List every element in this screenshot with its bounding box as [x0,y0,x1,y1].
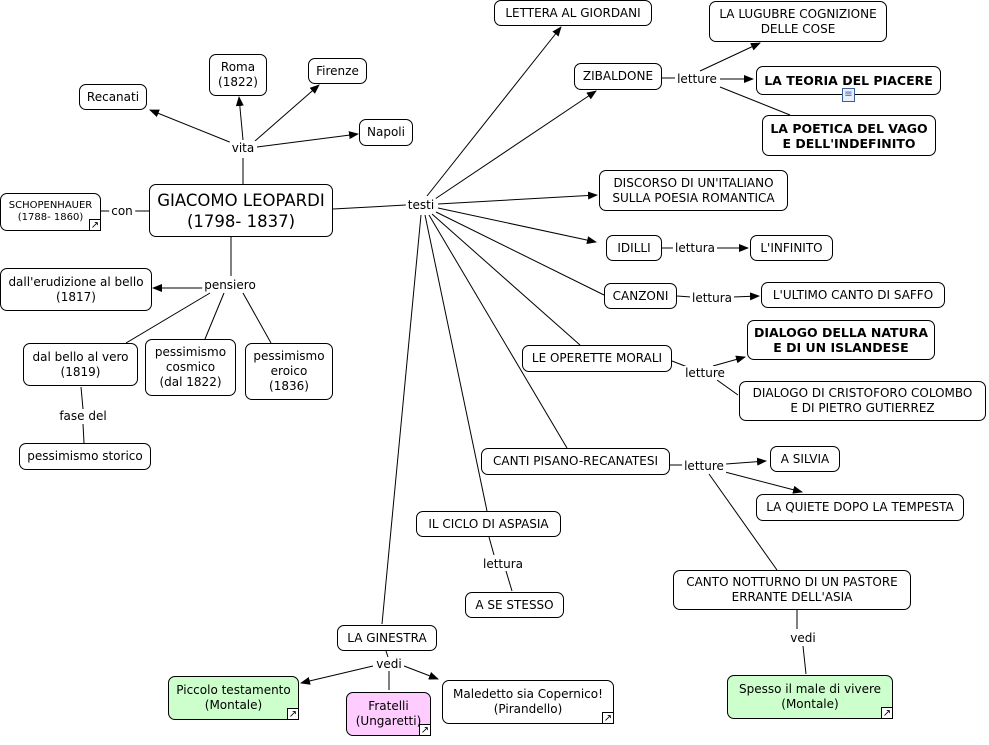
link-label-lettura-aspasia: lettura [480,557,526,571]
edge-testi-discorso [437,191,598,205]
node-discorso[interactable]: DISCORSO DI UN'ITALIANO SULLA POESIA ROM… [599,170,788,211]
node-lettera-giordani[interactable]: LETTERA AL GIORDANI [494,0,652,26]
edge-main-testi [332,204,407,210]
edge-testi-canti [428,214,568,449]
edge-testi-aspasia [424,214,488,512]
edge-testi-giordani [426,26,562,197]
edge-pensiero-cosmico [204,292,225,340]
node-firenze[interactable]: Firenze [308,58,367,84]
link-label-letture-operette: letture [683,366,727,380]
edge-testi-ginestra [381,214,422,625]
edge-vedi-spesso [802,645,807,675]
link-label-con: con [109,204,135,218]
edge-pensiero-bellovero [125,292,211,344]
link-label-letture-zibaldone: letture [675,72,719,86]
node-pessimismo-eroico[interactable]: pessimismo eroico (1836) [245,343,333,400]
node-fratelli[interactable]: Fratelli (Ungaretti) ↗ [346,692,431,736]
edge-testi-zibaldone [434,90,597,200]
edge-fase-storico [82,423,85,444]
node-canzoni[interactable]: CANZONI [604,283,677,309]
arrow-link-icon[interactable]: ↗ [881,707,893,719]
node-roma[interactable]: Roma (1822) [209,54,267,96]
node-erudizione[interactable]: dall'erudizione al bello (1817) [0,268,152,311]
link-label-lettura-idilli: lettura [672,241,718,255]
link-label-vedi-ginestra: vedi [374,657,404,671]
node-copernico-text: Maledetto sia Copernico! (Pirandello) [453,687,603,716]
edge-letture-colombo [716,379,739,396]
arrow-link-icon[interactable]: ↗ [287,708,299,720]
node-canto-notturno[interactable]: CANTO NOTTURNO DI UN PASTORE ERRANTE DEL… [673,570,911,610]
edge-lettura-saffo [732,292,760,301]
edge-testi-operette [431,213,581,346]
node-piccolo-testamento[interactable]: Piccolo testamento (Montale) ↗ [168,676,299,720]
edge-letture-canto [708,473,778,571]
edge-vedi-piccolo [300,665,374,685]
node-maledetto-copernico[interactable]: Maledetto sia Copernico! (Pirandello) ↗ [442,680,614,724]
node-operette-morali[interactable]: LE OPERETTE MORALI [522,345,672,372]
link-label-fase-del: fase del [57,409,109,423]
arrow-link-icon[interactable]: ↗ [602,712,614,724]
edge-vita-napoli [256,131,359,148]
edge-vita-recanati [149,109,233,144]
node-dialogo-colombo[interactable]: DIALOGO DI CRISTOFORO COLOMBO E DI PIETR… [739,381,986,421]
node-la-ginestra[interactable]: LA GINESTRA [337,625,437,651]
link-label-testi: testi [405,198,437,212]
edge-ginestra-vedi [385,650,389,658]
node-dialogo-natura[interactable]: DIALOGO DELLA NATURA E DI UN ISLANDESE [747,320,935,360]
edge-testi-idilli [437,207,597,245]
edge-vedi-copernico [403,665,439,680]
node-schopenhauer-text: SCHOPENHAUER (1788- 1860) [8,200,93,223]
node-lugubre-cognizione[interactable]: LA LUGUBRE COGNIZIONE DELLE COSE [709,1,887,42]
edge-letture-quiete [724,471,803,494]
node-napoli[interactable]: Napoli [359,119,413,146]
edge-aspasia-lettura [488,536,495,556]
arrow-link-icon[interactable]: ↗ [89,219,101,231]
edge-letture-silvia [725,457,767,466]
node-piccolo-text: Piccolo testamento (Montale) [176,683,291,712]
edge-testi-canzoni [435,211,605,296]
node-ultimo-canto-saffo[interactable]: L'ULTIMO CANTO DI SAFFO [761,282,945,308]
edge-canzoni-lettura [676,295,692,298]
node-spesso-male-vivere[interactable]: Spesso il male di vivere (Montale) ↗ [727,675,893,719]
arrow-link-icon[interactable]: ↗ [419,724,431,736]
node-recanati[interactable]: Recanati [79,84,147,110]
edge-letture-vago [719,86,791,116]
edge-vita-roma [235,96,244,141]
node-schopenhauer[interactable]: SCHOPENHAUER (1788- 1860) ↗ [0,193,101,231]
node-pessimismo-storico[interactable]: pessimismo storico [19,443,151,470]
node-giacomo-leopardi[interactable]: GIACOMO LEOPARDI (1798- 1837) [149,184,333,237]
node-fratelli-text: Fratelli (Ungaretti) [355,699,422,728]
edge-letture-lugubre [699,42,761,72]
link-label-letture-canti: letture [682,459,726,473]
node-a-silvia[interactable]: A SILVIA [770,446,840,472]
node-poetica-vago[interactable]: LA POETICA DEL VAGO E DELL'INDEFINITO [762,115,936,156]
link-label-vita: vita [229,141,257,155]
link-label-lettura-canzoni: lettura [689,291,735,305]
edge-pensiero-eroico [242,292,272,344]
note-icon[interactable]: ≡ [842,88,855,102]
node-infinito[interactable]: L'INFINITO [750,235,833,261]
node-bello-vero[interactable]: dal bello al vero (1819) [23,343,138,386]
node-teoria-piacere[interactable]: LA TEORIA DEL PIACERE [756,66,941,95]
edge-letture-natura [712,355,746,367]
node-zibaldone[interactable]: ZIBALDONE [574,63,662,90]
edge-bellovero-fase [80,386,84,410]
edge-vita-firenze [254,84,320,142]
link-label-vedi-canto: vedi [788,631,818,645]
node-ciclo-aspasia[interactable]: IL CICLO DI ASPASIA [416,511,561,537]
link-label-pensiero: pensiero [202,278,258,292]
node-idilli[interactable]: IDILLI [606,235,662,261]
node-spesso-text: Spesso il male di vivere (Montale) [738,682,882,711]
node-canti-pisano[interactable]: CANTI PISANO-RECANATESI [481,448,670,475]
node-quiete-tempesta[interactable]: LA QUIETE DOPO LA TEMPESTA [756,494,964,521]
node-a-se-stesso[interactable]: A SE STESSO [465,592,564,618]
edge-lettura-sestesso [505,570,513,592]
node-pessimismo-cosmico[interactable]: pessimismo cosmico (dal 1822) [145,339,236,396]
